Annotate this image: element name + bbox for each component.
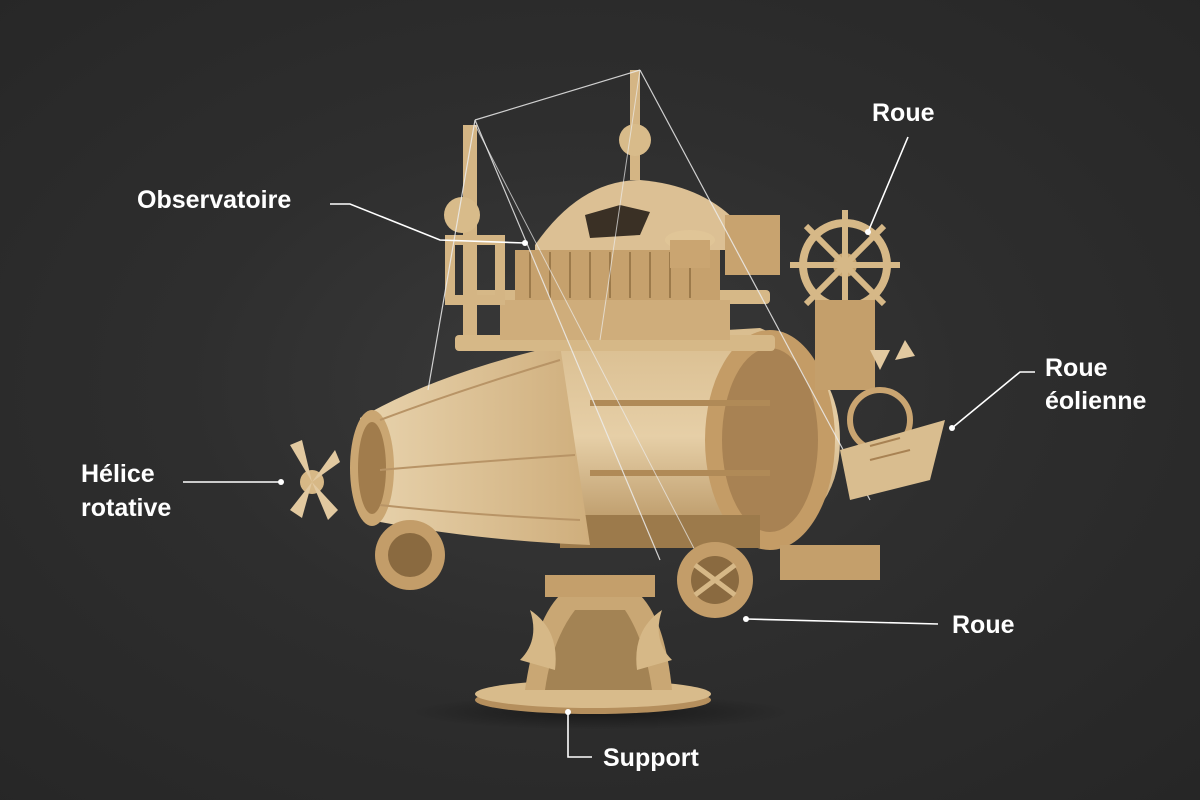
masts [427, 69, 871, 561]
label-helice-line2: rotative [81, 494, 172, 522]
leader-dot-support [565, 709, 571, 715]
leader-dot-roue-top [865, 229, 871, 235]
wind-wheel [840, 340, 945, 500]
label-roue-eolienne-line1: Roue [1045, 354, 1108, 382]
label-helice-line1: Hélice [81, 460, 155, 488]
leader-line-support [567, 712, 592, 758]
label-observatoire: Observatoire [137, 186, 292, 214]
leader-endpoints [278, 229, 955, 715]
leader-line-roue-eolienne [951, 371, 1035, 429]
stand [475, 575, 711, 714]
ship-wheel [790, 210, 900, 390]
leader-dot-helice [278, 479, 284, 485]
label-roue-bottom: Roue [952, 611, 1015, 639]
label-roue-top: Roue [872, 99, 935, 127]
leader-line-roue-bottom [745, 618, 939, 625]
leader-dot-roue-eolienne [949, 425, 955, 431]
leader-lines [183, 136, 1035, 758]
leader-line-roue-top [867, 136, 909, 233]
hull [560, 328, 840, 550]
lower-wheels [375, 520, 880, 618]
front-propeller [290, 440, 340, 520]
label-roue-eolienne-line2: éolienne [1045, 387, 1147, 415]
leader-dot-roue-bottom [743, 616, 749, 622]
leader-dot-observatoire [522, 240, 528, 246]
leader-line-observatoire [330, 203, 526, 244]
label-support: Support [603, 744, 699, 772]
front-cone [350, 345, 590, 545]
